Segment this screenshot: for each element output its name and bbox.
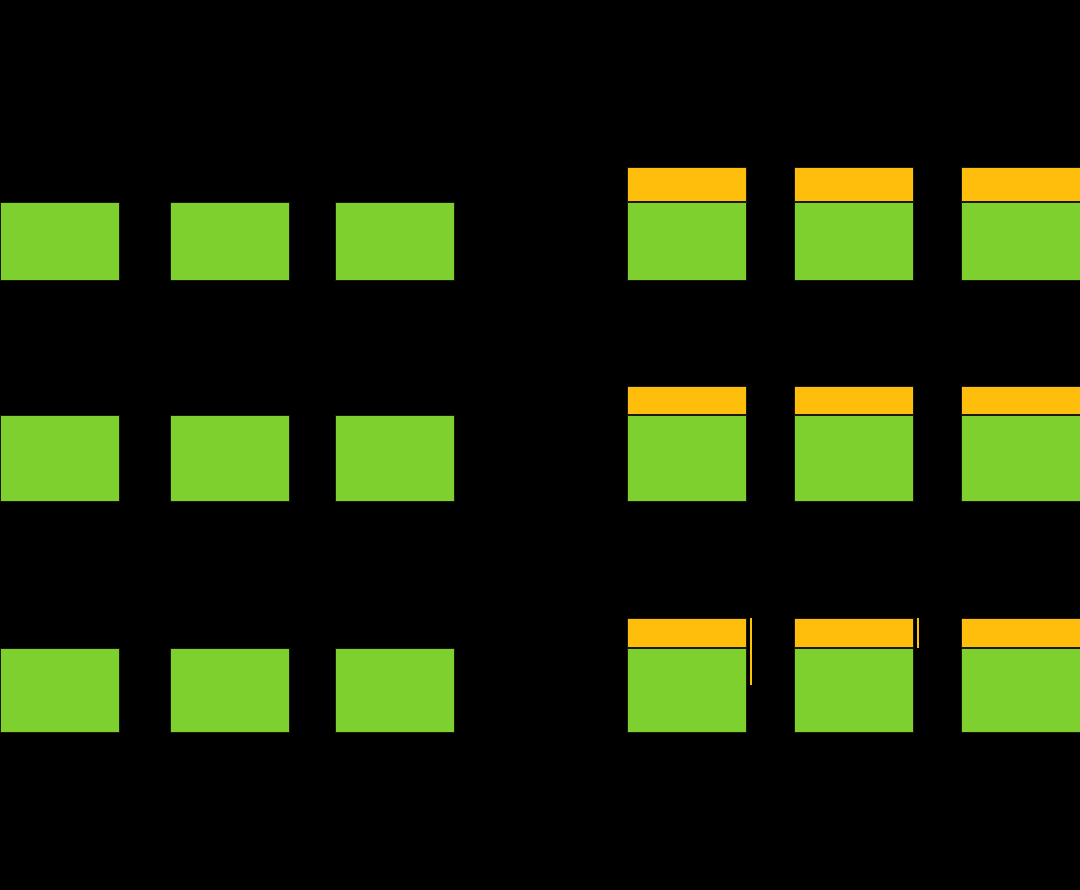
bar-segment-green[interactable] [0,648,120,733]
bar-segment-green[interactable] [961,202,1080,281]
bar-segment-green[interactable] [0,415,120,502]
bar-right-bottom-2[interactable] [794,618,914,733]
bar-segment-green[interactable] [961,415,1080,502]
bar-segment-orange[interactable] [794,386,914,415]
bar-left-middle-3[interactable] [335,415,455,502]
bar-segment-green[interactable] [627,202,747,281]
bar-segment-orange[interactable] [961,386,1080,415]
bar-left-top-2[interactable] [170,202,290,281]
bar-segment-green[interactable] [794,648,914,733]
bar-right-middle-1[interactable] [627,386,747,502]
bar-segment-orange[interactable] [794,618,914,648]
bar-segment-green[interactable] [627,415,747,502]
bar-segment-orange[interactable] [961,167,1080,202]
bar-segment-green[interactable] [961,648,1080,733]
bar-left-bottom-2[interactable] [170,648,290,733]
bar-segment-orange[interactable] [627,386,747,415]
bar-segment-green[interactable] [170,415,290,502]
bar-right-bottom-3[interactable] [961,618,1080,733]
bar-segment-green[interactable] [627,648,747,733]
bar-right-top-1[interactable] [627,167,747,281]
bar-segment-orange[interactable] [627,167,747,202]
error-bar-right-bottom-1 [750,618,752,685]
bar-segment-green[interactable] [335,648,455,733]
bar-segment-orange[interactable] [961,618,1080,648]
bar-left-middle-1[interactable] [0,415,120,502]
bar-left-middle-2[interactable] [170,415,290,502]
bar-left-bottom-1[interactable] [0,648,120,733]
bar-segment-green[interactable] [170,202,290,281]
bar-left-top-3[interactable] [335,202,455,281]
bar-segment-green[interactable] [794,202,914,281]
error-bar-right-bottom-2 [917,618,919,648]
bar-segment-green[interactable] [335,415,455,502]
bar-right-middle-2[interactable] [794,386,914,502]
bar-left-bottom-3[interactable] [335,648,455,733]
bar-segment-green[interactable] [170,648,290,733]
bar-right-bottom-1[interactable] [627,618,747,733]
bar-segment-orange[interactable] [794,167,914,202]
bar-segment-orange[interactable] [627,618,747,648]
bar-segment-green[interactable] [794,415,914,502]
bar-right-top-2[interactable] [794,167,914,281]
bar-segment-green[interactable] [0,202,120,281]
bar-left-top-1[interactable] [0,202,120,281]
bar-segment-green[interactable] [335,202,455,281]
bar-right-middle-3[interactable] [961,386,1080,502]
bar-right-top-3[interactable] [961,167,1080,281]
